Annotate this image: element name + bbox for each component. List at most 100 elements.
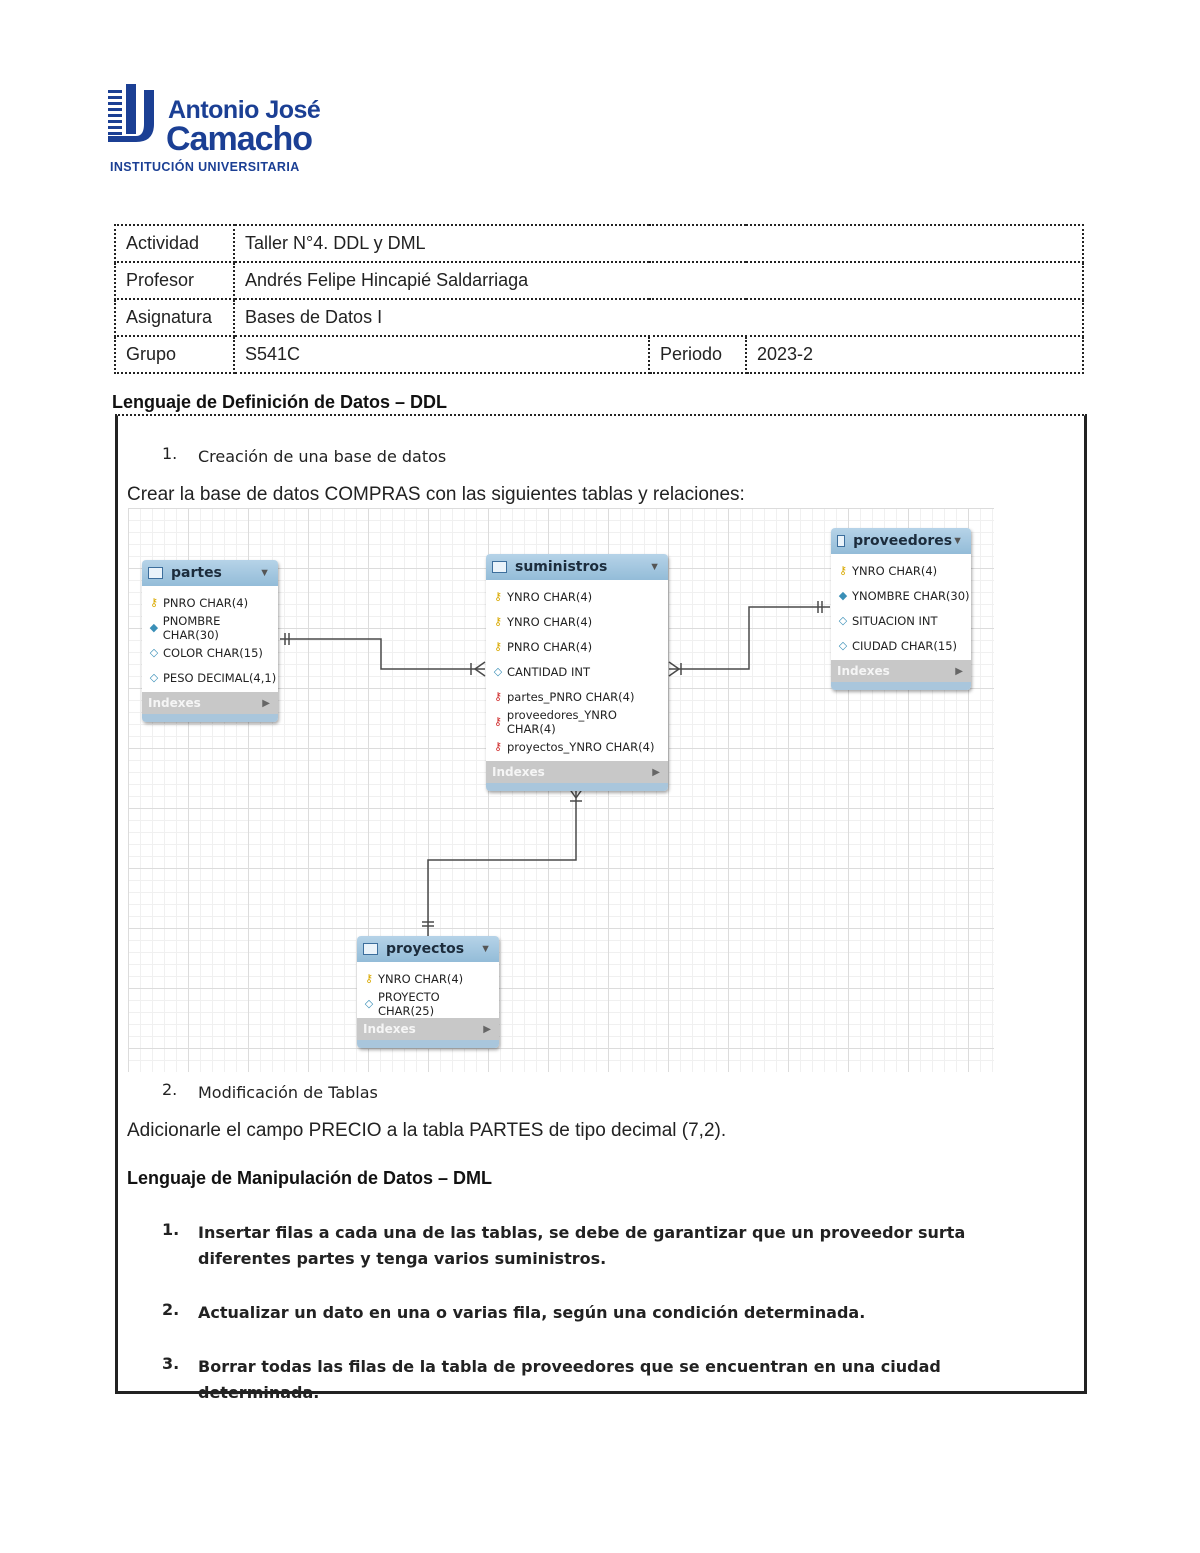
er-column: ◇ CIUDAD CHAR(15): [831, 633, 971, 658]
er-indexes-bar: Indexes▶: [486, 761, 668, 783]
dml-item-2-text: Actualizar un dato en una o varias fila,…: [198, 1303, 866, 1322]
fk-key-icon: ⚷: [493, 690, 503, 703]
institution-logo: Antonio José Camacho INSTITUCIÓN UNIVERS…: [108, 80, 338, 180]
relationship-lines: [280, 601, 830, 936]
er-column-text: PESO DECIMAL(4,1): [163, 670, 277, 685]
er-table-header: proyectos ▼: [357, 936, 499, 962]
er-column-text: YNRO CHAR(4): [507, 589, 593, 604]
activity-info-table: Actividad Taller N°4. DDL y DML Profesor…: [114, 224, 1084, 374]
er-table-name: proyectos: [386, 941, 465, 957]
er-column-text: partes_PNRO CHAR(4): [507, 689, 635, 704]
grupo-label: Grupo: [114, 335, 235, 374]
er-column: ⚷ YNRO CHAR(4): [486, 609, 668, 634]
key-icon: ⚷: [838, 564, 848, 577]
ddl-item-2-number: 2.: [162, 1080, 178, 1099]
row-grupo: Grupo S541C Periodo 2023-2: [114, 335, 1084, 374]
ddl-item-1-text: Creación de una base de datos: [198, 447, 447, 466]
er-column: ⚷ YNRO CHAR(4): [486, 584, 668, 609]
er-indexes-bar: Indexes▶: [142, 692, 278, 714]
key-icon: ⚷: [493, 590, 503, 603]
expand-arrow-icon: ▶: [955, 665, 963, 677]
er-table-partes: partes ▼ ⚷PNRO CHAR(4) ◆PNOMBRE CHAR(30)…: [142, 560, 278, 722]
er-column: ⚷ PNRO CHAR(4): [486, 634, 668, 659]
dml-item-1-text: Insertar filas a cada una de las tablas,…: [198, 1223, 966, 1268]
er-column-text: YNRO CHAR(4): [507, 614, 593, 629]
er-table-name: proveedores: [853, 533, 953, 549]
er-diagram: partes ▼ ⚷PNRO CHAR(4) ◆PNOMBRE CHAR(30)…: [128, 508, 994, 1072]
ddl-section-title: Lenguaje de Definición de Datos – DDL: [112, 392, 448, 412]
expand-arrow-icon: ▶: [483, 1023, 491, 1035]
er-column: ◇ PESO DECIMAL(4,1): [142, 665, 278, 690]
collapse-arrow-icon: ▼: [259, 567, 270, 579]
logo-subtitle: INSTITUCIÓN UNIVERSITARIA: [110, 160, 300, 174]
ddl-item-1-number: 1.: [162, 444, 178, 463]
er-table-header: proveedores ▼: [831, 528, 971, 554]
er-column-text: CIUDAD CHAR(15): [852, 638, 958, 653]
table-icon: [363, 943, 378, 955]
er-column-text: YNOMBRE CHAR(30): [852, 588, 970, 603]
er-table-name: suministros: [515, 559, 608, 575]
er-column: ⚷YNRO CHAR(4): [831, 558, 971, 583]
er-column: ◇ COLOR CHAR(15): [142, 640, 278, 665]
er-column: ⚷ proveedores_YNRO CHAR(4): [486, 707, 668, 736]
diamond-outline-icon: ◇: [149, 671, 159, 684]
table-icon: [148, 567, 163, 579]
dml-item-1-number: 1.: [162, 1220, 180, 1239]
actividad-label: Actividad: [114, 224, 235, 263]
er-table-suministros: suministros ▼ ⚷ YNRO CHAR(4) ⚷ YNRO CHAR(4…: [486, 554, 668, 791]
key-icon: ⚷: [364, 972, 374, 985]
er-column-text: proyectos_YNRO CHAR(4): [507, 739, 655, 754]
ddl-item-2-description: Adicionarle el campo PRECIO a la tabla P…: [127, 1120, 727, 1141]
er-column-text: YNRO CHAR(4): [378, 971, 464, 986]
dml-item-3-number: 3.: [162, 1354, 180, 1373]
fk-key-icon: ⚷: [493, 740, 503, 753]
er-column: ◆YNOMBRE CHAR(30): [831, 583, 971, 608]
fk-key-icon: ⚷: [493, 715, 502, 728]
actividad-value: Taller N°4. DDL y DML: [233, 224, 1084, 263]
indexes-label: Indexes: [363, 1022, 416, 1036]
indexes-label: Indexes: [837, 664, 890, 678]
key-icon: ⚷: [149, 596, 159, 609]
er-column-text: COLOR CHAR(15): [163, 645, 263, 660]
dml-section-title: Lenguaje de Manipulación de Datos – DML: [127, 1168, 493, 1188]
er-column: ⚷ PNRO CHAR(4): [142, 590, 278, 615]
key-icon: ⚷: [493, 640, 503, 653]
er-column-text: PNRO CHAR(4): [507, 639, 593, 654]
diamond-outline-icon: ◇: [149, 646, 159, 659]
grupo-value: S541C: [233, 335, 650, 374]
logo-name-line2: Camacho: [166, 120, 313, 158]
diamond-filled-icon: ◆: [149, 621, 159, 634]
table-icon: [492, 561, 507, 573]
row-asignatura: Asignatura Bases de Datos I: [114, 298, 1084, 337]
collapse-arrow-icon: ▼: [480, 943, 491, 955]
ddl-item-1-description: Crear la base de datos COMPRAS con las s…: [127, 484, 745, 505]
asignatura-label: Asignatura: [114, 298, 235, 337]
key-icon: ⚷: [493, 615, 503, 628]
er-table-name: partes: [171, 565, 222, 581]
logo-name-line1: Antonio José: [168, 96, 321, 124]
er-column-text: CANTIDAD INT: [507, 664, 590, 679]
profesor-label: Profesor: [114, 261, 235, 300]
profesor-value: Andrés Felipe Hincapié Saldarriaga: [233, 261, 1084, 300]
asignatura-value: Bases de Datos I: [233, 298, 1084, 337]
er-column-text: PROYECTO CHAR(25): [377, 989, 440, 1018]
er-column: ◇PROYECTO CHAR(25): [357, 989, 499, 1018]
row-actividad: Actividad Taller N°4. DDL y DML: [114, 224, 1084, 263]
diamond-outline-icon: ◇: [838, 639, 848, 652]
er-column-text: PNRO CHAR(4): [163, 595, 249, 610]
ddl-item-2-text: Modificación de Tablas: [198, 1083, 378, 1102]
collapse-arrow-icon: ▼: [952, 535, 963, 547]
er-column-text: SITUACION INT: [852, 613, 938, 628]
diamond-outline-icon: ◇: [838, 614, 848, 627]
er-table-header: suministros ▼: [486, 554, 668, 580]
expand-arrow-icon: ▶: [262, 697, 270, 709]
table-icon: [837, 535, 846, 547]
er-column: ⚷ partes_PNRO CHAR(4): [486, 684, 668, 709]
er-column: ◇CANTIDAD INT: [486, 659, 668, 684]
collapse-arrow-icon: ▼: [649, 561, 660, 573]
er-table-header: partes ▼: [142, 560, 278, 586]
er-column: ◇ SITUACION INT: [831, 608, 971, 633]
er-column: ⚷ proyectos_YNRO CHAR(4): [486, 734, 668, 759]
periodo-value: 2023-2: [745, 335, 1084, 374]
er-column-text: proveedores_YNRO CHAR(4): [506, 707, 617, 736]
